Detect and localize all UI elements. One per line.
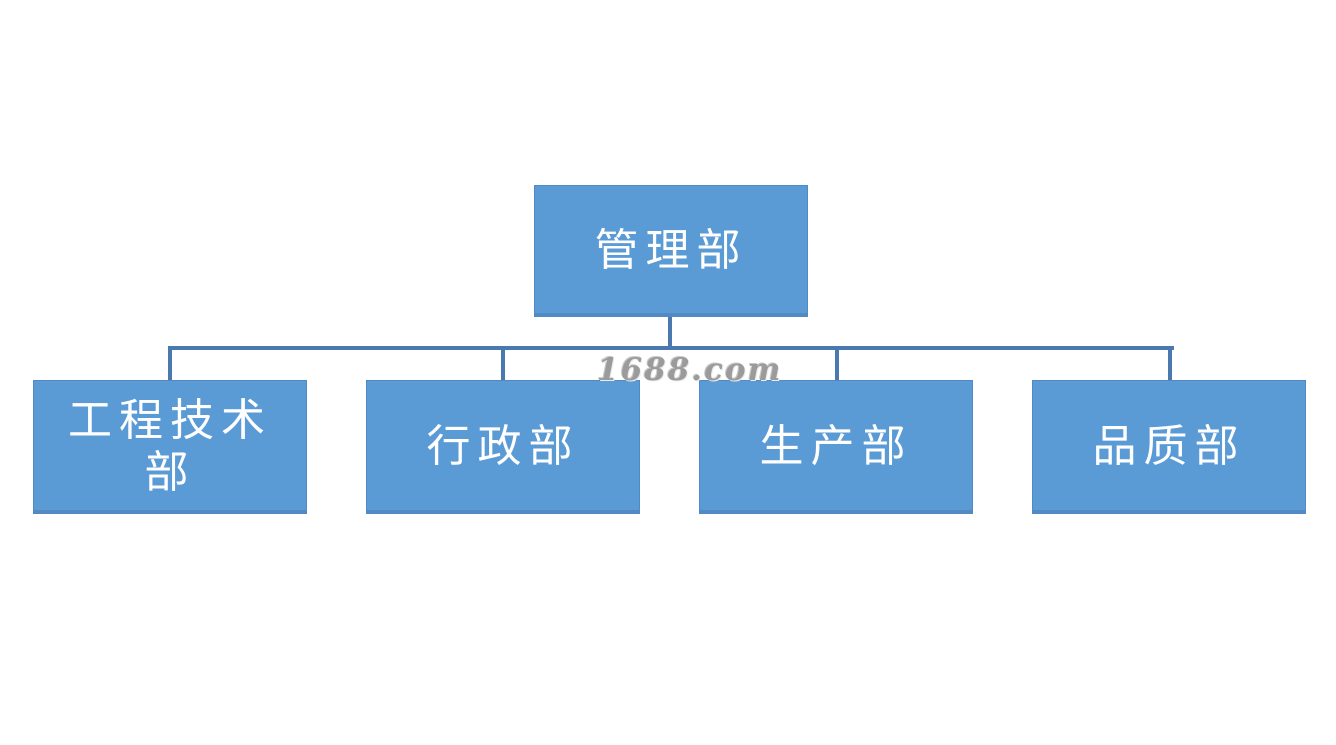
connector-drop-1 xyxy=(168,346,172,382)
org-node-engineering-tech: 工程技术部 xyxy=(33,380,307,514)
org-node-administration: 行政部 xyxy=(366,380,640,514)
connector-stem xyxy=(668,317,672,348)
org-node-label: 品质部 xyxy=(1092,421,1246,473)
org-node-label: 管理部 xyxy=(594,225,748,277)
org-node-production: 生产部 xyxy=(699,380,973,514)
connector-drop-3 xyxy=(835,346,839,382)
org-node-label: 工程技术部 xyxy=(68,395,272,498)
connector-drop-2 xyxy=(501,346,505,382)
watermark-text: 1688.com xyxy=(597,352,783,388)
org-node-quality: 品质部 xyxy=(1032,380,1306,514)
connector-drop-4 xyxy=(1168,346,1172,382)
org-node-label: 行政部 xyxy=(426,421,580,473)
connector-horizontal-bar xyxy=(168,346,1174,350)
org-node-label: 生产部 xyxy=(759,421,913,473)
org-node-management: 管理部 xyxy=(534,185,808,317)
